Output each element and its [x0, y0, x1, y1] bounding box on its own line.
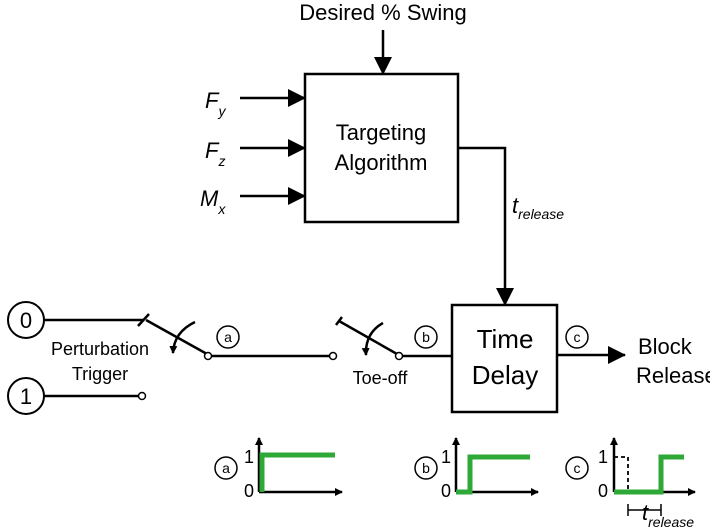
graph-c-node-label: c — [574, 460, 581, 476]
toeoff-input-terminal — [328, 351, 338, 361]
input-fz: Fz — [205, 138, 306, 169]
graph-c-node — [565, 456, 589, 480]
node-c-label: c — [574, 329, 581, 345]
perturbation-switch-terminal — [203, 351, 213, 361]
graph-c-y0: 0 — [598, 481, 608, 501]
graph-a: a 1 0 — [214, 437, 343, 501]
output-label-line1: Block — [638, 334, 693, 359]
graph-b: b 1 0 — [414, 437, 539, 501]
t-release-connector — [458, 146, 514, 306]
node-b — [414, 325, 438, 349]
svg-text:Fz: Fz — [205, 138, 225, 169]
output-label-line2: Release — [636, 363, 710, 388]
time-delay-line2: Delay — [472, 360, 538, 390]
perturbation-label-line2: Trigger — [72, 364, 128, 384]
graph-a-y0: 0 — [244, 481, 254, 501]
t-release-label: trelease — [512, 193, 564, 222]
node-c — [565, 325, 589, 349]
time-delay-line1: Time — [477, 324, 534, 354]
targeting-algorithm-block — [303, 72, 460, 224]
input-fy: Fy — [205, 88, 306, 119]
node-a-label: a — [224, 329, 232, 345]
perturbation-switch-arc — [169, 320, 196, 354]
toeoff-switch-arc — [361, 321, 384, 356]
trigger-state-1-label: 1 — [20, 384, 32, 409]
input-mx: Mx — [200, 186, 306, 217]
graph-b-y0: 0 — [441, 481, 451, 501]
graph-a-node — [214, 456, 238, 480]
trigger-1-terminal — [137, 391, 147, 401]
svg-text:Fy: Fy — [205, 88, 226, 119]
perturbation-label-line1: Perturbation — [51, 339, 149, 359]
svg-text:Mx: Mx — [200, 186, 226, 217]
graph-b-signal — [456, 454, 530, 495]
trigger-state-0-label: 0 — [20, 308, 32, 333]
node-b-label: b — [422, 329, 430, 345]
toe-off-label: Toe-off — [353, 368, 409, 388]
graph-c-signal — [614, 454, 684, 495]
graph-b-node — [414, 456, 438, 480]
graph-c-y1: 1 — [598, 447, 608, 467]
graph-a-y1: 1 — [244, 447, 254, 467]
desired-swing-label: Desired % Swing — [299, 0, 467, 25]
trigger-0-contact-mark — [137, 313, 150, 327]
graph-b-y1: 1 — [441, 447, 451, 467]
node-a — [216, 325, 240, 349]
graph-a-signal — [259, 452, 335, 492]
graph-a-node-label: a — [222, 460, 230, 476]
targeting-block-line2: Algorithm — [335, 150, 428, 175]
toeoff-output-terminal — [394, 351, 404, 361]
graph-b-node-label: b — [422, 460, 430, 476]
graph-c: c 1 0 trelease — [565, 437, 696, 530]
graph-c-t-release-label: trelease — [642, 500, 694, 530]
time-delay-block — [450, 303, 559, 414]
targeting-block-line1: Targeting — [336, 120, 427, 145]
graph-c-reference-dashed — [614, 456, 629, 492]
